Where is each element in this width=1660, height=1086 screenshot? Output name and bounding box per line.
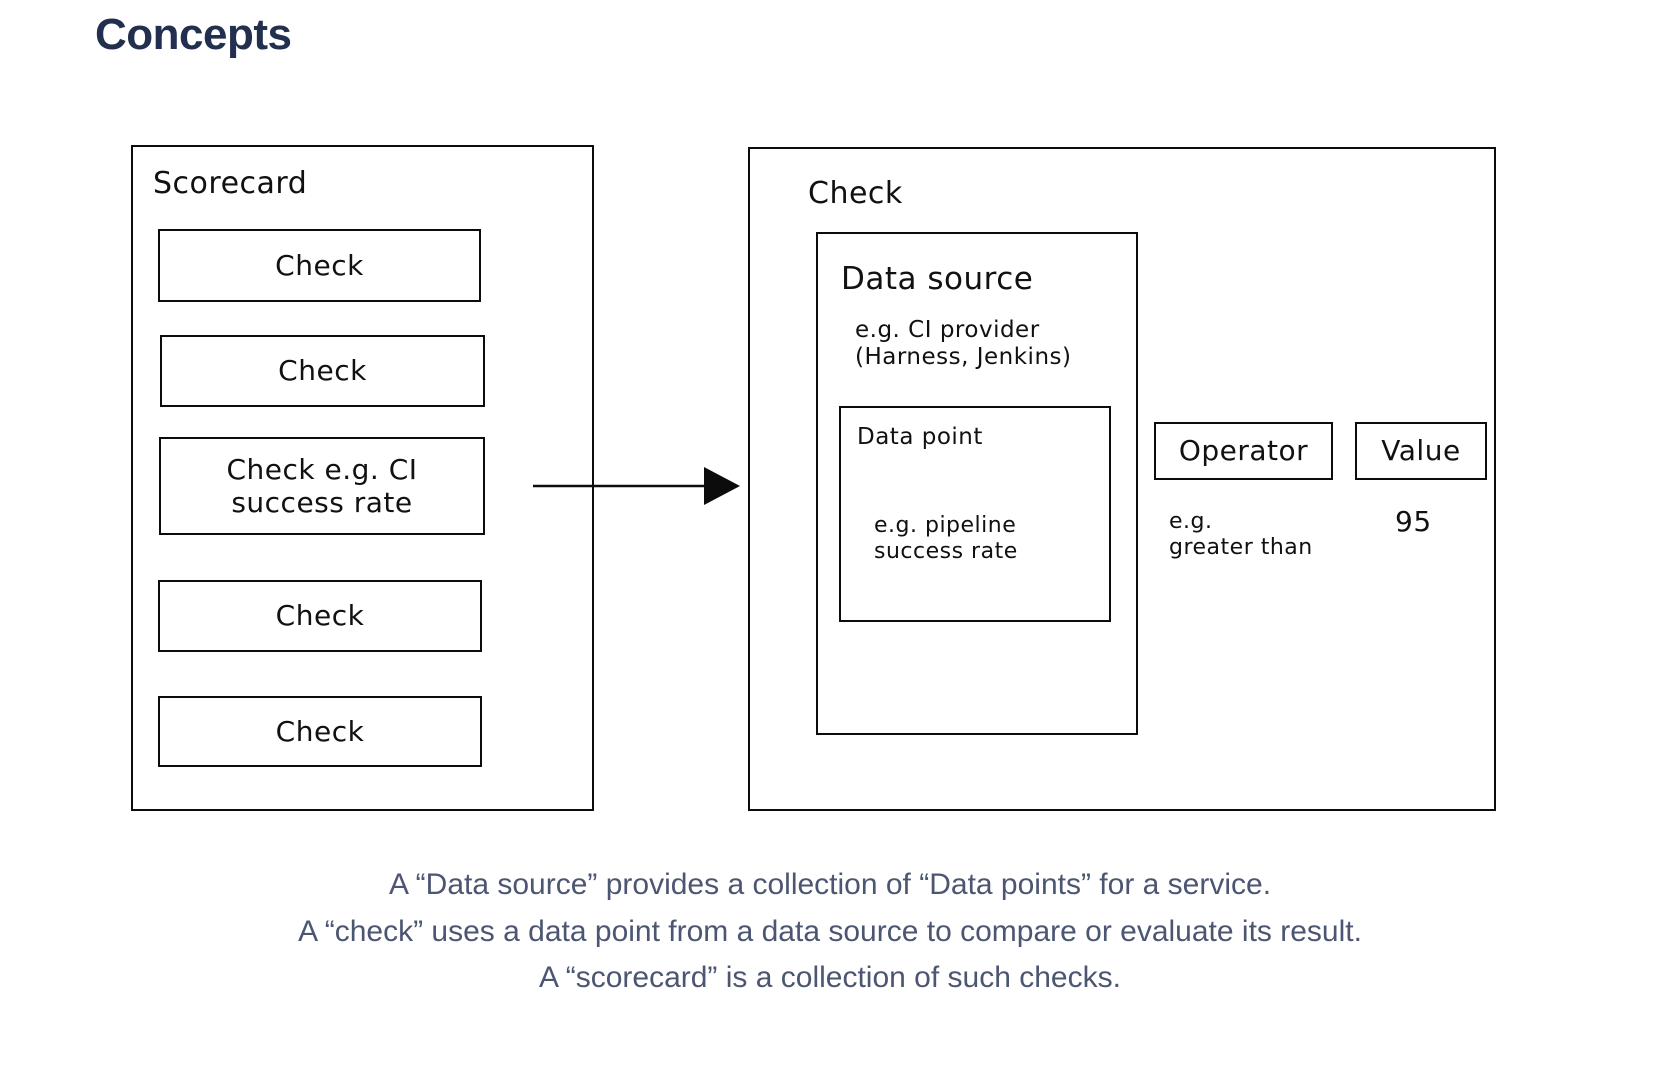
arrow-right-icon [533,467,740,505]
arrow-head [704,467,740,505]
caption-line-1: A “Data source” provides a collection of… [388,868,1272,901]
scorecard-card [131,145,594,811]
scorecard-check-item-5[interactable]: Check [158,696,482,767]
operator-example: e.g. greater than [1169,509,1313,560]
scorecard-title: Scorecard [153,166,308,201]
value-card[interactable]: Value [1355,422,1487,480]
page-title: Concepts [95,10,292,59]
data-point-card [839,406,1111,622]
scorecard-check-item-1-label: Check [275,248,364,282]
scorecard-check-item-5-label: Check [275,714,365,748]
operator-label: Operator [1178,434,1309,468]
value-example: 95 [1395,505,1432,538]
data-source-card [816,232,1138,735]
scorecard-check-item-2[interactable]: Check [160,335,485,407]
data-point-title: Data point [857,424,983,450]
data-point-example: e.g. pipeline success rate [874,513,1018,564]
operator-card[interactable]: Operator [1154,422,1333,480]
value-label: Value [1381,434,1461,468]
check-title: Check [808,176,903,211]
data-source-title: Data source [841,261,1034,297]
data-source-example: e.g. CI provider (Harness, Jenkins) [855,317,1072,371]
scorecard-check-item-2-label: Check [278,354,367,388]
check-detail-card [748,147,1496,811]
scorecard-check-item-ci-success-rate-label: Check e.g. CI success rate [226,452,418,519]
caption-block: A “Data source” provides a collection of… [0,862,1660,1002]
scorecard-check-item-1[interactable]: Check [158,229,481,302]
caption-line-3: A “scorecard” is a collection of such ch… [539,961,1121,994]
scorecard-check-item-4[interactable]: Check [158,580,482,652]
caption-line-2: A “check” uses a data point from a data … [298,914,1362,948]
scorecard-check-item-ci-success-rate[interactable]: Check e.g. CI success rate [159,437,485,535]
scorecard-check-item-4-label: Check [275,599,365,633]
